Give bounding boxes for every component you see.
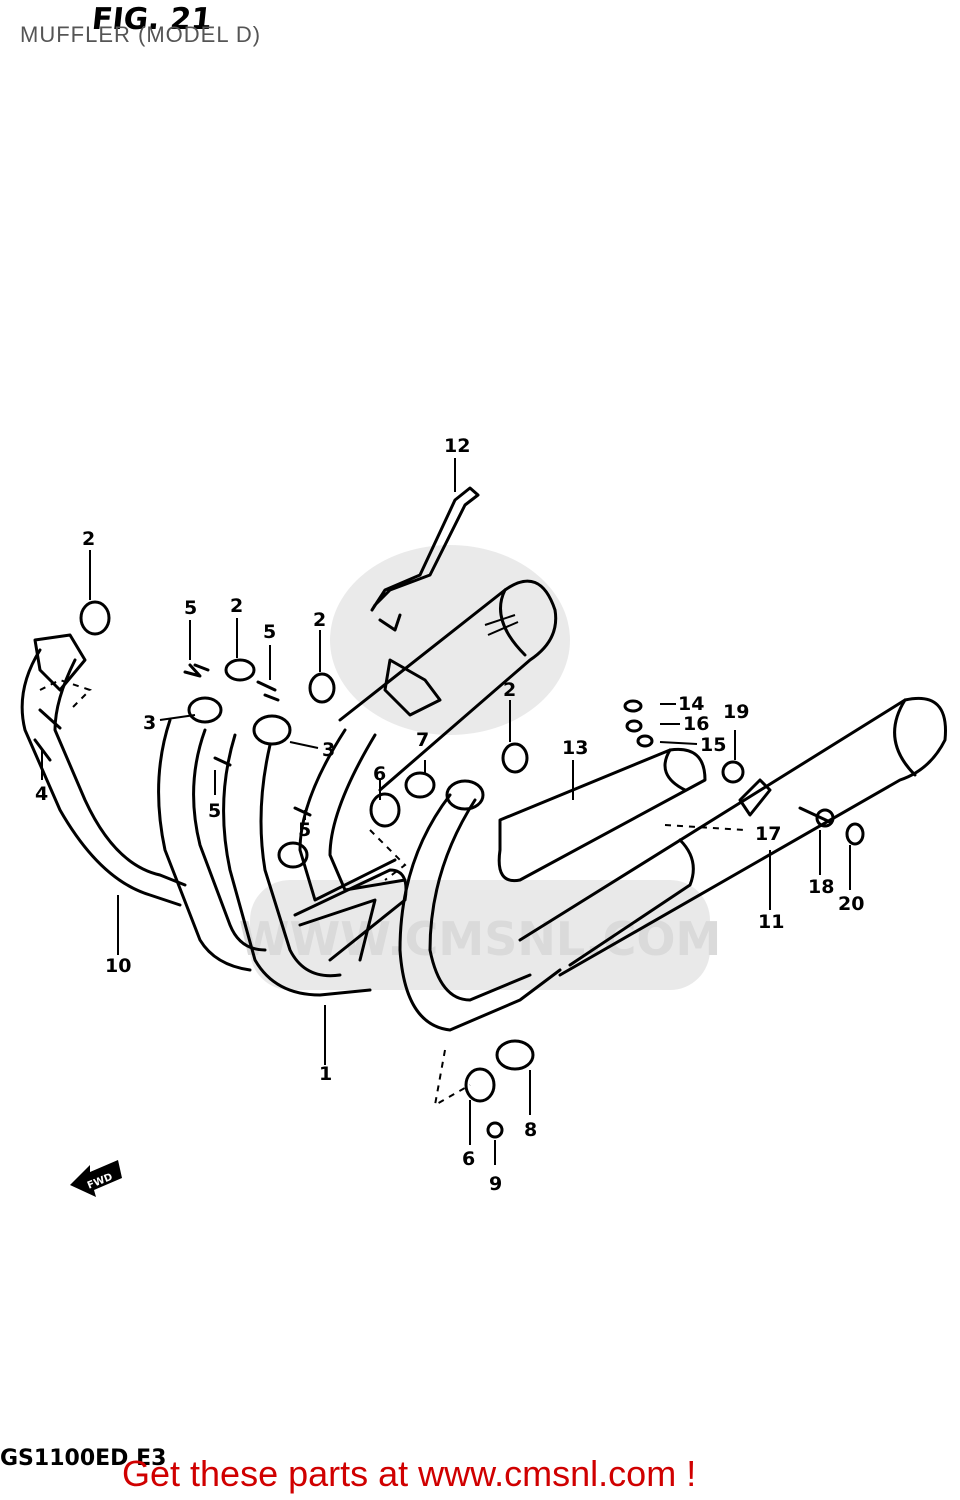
callout-7: 7: [416, 729, 429, 751]
callout-5a: 5: [184, 597, 197, 619]
callout-2b: 2: [230, 595, 243, 617]
leader-lines: [41, 458, 851, 1165]
model-code: GS1100ED E3: [0, 1446, 167, 1471]
callout-labels: 2 2 2 2 5 5 3 3 5 5 4 10 1 6 7 12 13 14 …: [35, 435, 864, 1195]
connector-pipe: [497, 747, 707, 883]
callout-2d: 2: [503, 679, 516, 701]
callout-15: 15: [700, 734, 726, 756]
callout-13: 13: [562, 737, 588, 759]
muffler-bracket: [370, 486, 480, 632]
callout-20: 20: [838, 893, 864, 915]
callout-19: 19: [723, 701, 749, 723]
upper-muffler: [338, 579, 558, 792]
callout-5c: 5: [208, 800, 221, 822]
callout-2a: 2: [82, 528, 95, 550]
right-muffler: [518, 696, 947, 977]
callout-3a: 3: [143, 712, 156, 734]
watermark-text: WWW.CMSNL.COM: [239, 912, 722, 966]
callout-11: 11: [758, 911, 784, 933]
gaskets-clamps: [33, 600, 865, 1139]
callout-1: 1: [319, 1063, 332, 1085]
cta-link[interactable]: Get these parts at www.cmsnl.com !: [122, 1453, 697, 1494]
callout-8: 8: [524, 1119, 537, 1141]
callout-9: 9: [489, 1173, 502, 1195]
page-title: MUFFLER (MODEL D): [20, 22, 262, 47]
callout-6b: 6: [462, 1148, 475, 1170]
watermark: WWW.CMSNL.COM: [239, 545, 722, 990]
callout-16: 16: [683, 713, 709, 735]
callout-5d: 5: [298, 819, 311, 841]
callout-4: 4: [35, 783, 48, 805]
callout-2c: 2: [313, 609, 326, 631]
forward-arrow: FWD: [70, 1160, 122, 1197]
right-exhaust-branch: [398, 793, 562, 1032]
callout-17: 17: [755, 823, 781, 845]
callout-12: 12: [444, 435, 470, 457]
callout-18: 18: [808, 876, 834, 898]
left-exhaust-pipe: [20, 633, 187, 907]
assembly-lines: [39, 678, 746, 1107]
callout-6a: 6: [373, 763, 386, 785]
callout-10: 10: [105, 955, 131, 977]
front-exhaust-pipes: [157, 718, 408, 997]
callout-5b: 5: [263, 621, 276, 643]
callout-3b: 3: [322, 739, 335, 761]
callout-14: 14: [678, 693, 704, 715]
